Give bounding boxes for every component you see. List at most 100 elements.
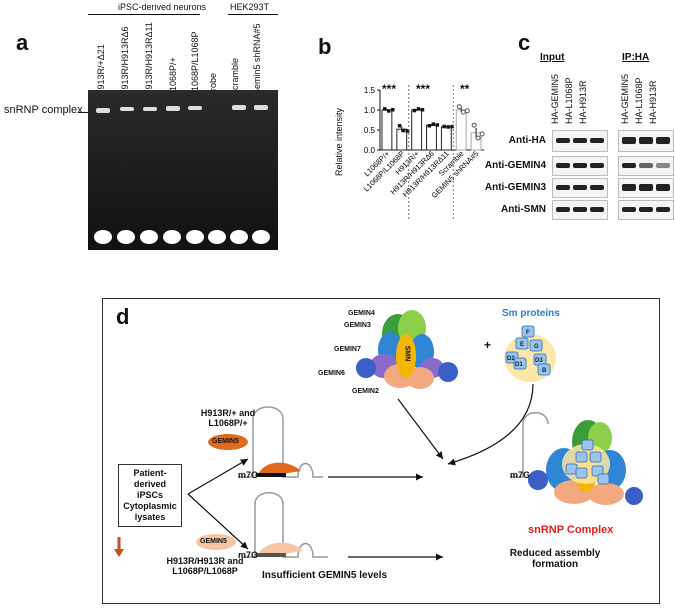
- data-point: [442, 124, 446, 129]
- gemin5-mut-label: GEMIN5: [200, 538, 227, 545]
- m7g-bottom: m7G: [238, 550, 259, 560]
- group1-label: iPSC-derived neurons: [118, 2, 207, 12]
- data-point: [412, 108, 417, 113]
- lane-label-2: H913R/H913RΔ6: [120, 26, 130, 96]
- y-tick-label: 1.5: [364, 86, 376, 95]
- data-point: [450, 124, 454, 129]
- blot-ip-gemin4: [618, 156, 674, 176]
- gemin5-mut-protein: [196, 534, 236, 550]
- lane-label-5: L1068P/L1068P: [190, 31, 200, 96]
- panel-c-letter: c: [518, 30, 531, 55]
- svg-text:F: F: [526, 330, 530, 336]
- row-anti-ha: Anti-HA: [508, 135, 546, 146]
- data-point: [383, 107, 387, 111]
- bar: [396, 128, 408, 151]
- complex-arrow-line: [78, 112, 88, 113]
- panel-a-letter: a: [16, 30, 29, 55]
- ip-lane-3: HA-H913R: [648, 80, 658, 124]
- gemin4-label: GEMIN4: [348, 310, 375, 317]
- blot-ip-smn: [618, 200, 674, 220]
- data-point: [475, 135, 481, 141]
- gemin6-label: GEMIN6: [318, 370, 345, 377]
- reduced-label: Reduced assembly formation: [509, 548, 601, 570]
- plus-sign: +: [484, 338, 492, 352]
- gemin3-label: GEMIN3: [344, 322, 371, 329]
- blot-ip-gemin3: [618, 178, 674, 198]
- ip-lane-1: HA-GEMIN5: [620, 73, 630, 124]
- insufficient-label: Insufficient GEMIN5 levels: [262, 570, 388, 581]
- panel-d-frame: [102, 298, 660, 604]
- smn-complex-diagram: [356, 310, 458, 389]
- input-label: Input: [540, 52, 565, 63]
- arrows-layer: [114, 383, 549, 561]
- lane-label-8: Gemin5 shRNA#5: [252, 23, 262, 96]
- lane-label-1: H913R/+Δ21: [96, 44, 106, 96]
- row-anti-gemin4: Anti-GEMIN4: [484, 160, 546, 171]
- data-point: [431, 122, 436, 126]
- complex-label-d: snRNP Complex: [528, 524, 614, 536]
- bar: [426, 124, 437, 151]
- sig-2: ***: [416, 82, 431, 96]
- svg-text:B: B: [542, 368, 547, 374]
- blot-input-ha: [552, 130, 608, 152]
- svg-text:D1: D1: [515, 362, 523, 368]
- m7g-top: m7G: [238, 470, 259, 480]
- data-point: [397, 124, 402, 128]
- sig-3: **: [460, 82, 470, 96]
- bar: [381, 109, 393, 151]
- blot-input-smn: [552, 200, 608, 220]
- group1-line: [88, 14, 200, 15]
- data-point: [391, 108, 395, 112]
- gemin5-wt-label: GEMIN5: [212, 438, 239, 445]
- blot-input-gemin3: [552, 178, 608, 198]
- lane-label-3: H913R/H913RΔ11: [144, 22, 154, 96]
- row-anti-smn: Anti-SMN: [501, 204, 546, 215]
- mut-genotype-label: H913R/H913R and L1068P/L1068P: [166, 556, 244, 576]
- data-point: [427, 124, 432, 128]
- row-anti-gemin3: Anti-GEMIN3: [484, 182, 546, 193]
- data-point: [471, 122, 477, 128]
- svg-text:E: E: [520, 342, 524, 348]
- data-point: [464, 108, 470, 114]
- data-point: [420, 108, 425, 112]
- y-tick-label: 1.0: [364, 106, 376, 115]
- wt-genotype-label: H913R/+ and L1068P/+: [200, 408, 256, 428]
- svg-text:D3: D3: [535, 358, 543, 364]
- gemin2-label: GEMIN2: [352, 388, 379, 395]
- data-point: [401, 128, 406, 133]
- bar: [440, 126, 452, 151]
- bar: [411, 109, 423, 151]
- svg-text:G: G: [534, 344, 539, 350]
- input-lane-1: HA-GEMIN5: [550, 73, 560, 124]
- svg-text:D2: D2: [507, 356, 515, 362]
- gemin5-wt-protein: [208, 434, 248, 450]
- data-point: [479, 131, 485, 137]
- panel-b-letter: b: [318, 34, 332, 59]
- data-point: [446, 125, 450, 129]
- sig-1: ***: [382, 82, 397, 96]
- gel-image: [88, 90, 278, 250]
- y-axis-label: Relative intensity: [334, 107, 344, 176]
- ip-lane-2: HA-L1068P: [634, 77, 644, 124]
- lysate-box: Patient-derived iPSCs Cytoplasmic lysate…: [118, 464, 182, 527]
- group2-label: HEK293T: [230, 2, 270, 12]
- panel-d-letter: d: [116, 304, 130, 329]
- input-lane-2: HA-L1068P: [564, 77, 574, 124]
- input-lane-3: HA-H913R: [578, 80, 588, 124]
- data-point: [416, 107, 421, 111]
- bar-chart: 0.00.51.01.5L1068P/+L1068P/L1068PH913R/+…: [362, 85, 485, 220]
- group2-line: [228, 14, 278, 15]
- data-point: [456, 104, 462, 110]
- complex-label: snRNP complex: [4, 104, 83, 116]
- blot-ip-ha: [618, 130, 674, 152]
- ip-label: IP:HA: [622, 52, 650, 63]
- data-point: [435, 123, 440, 127]
- gemin7-label: GEMIN7: [334, 346, 361, 353]
- data-point: [387, 109, 391, 113]
- snrnp-complex-diagram: [528, 420, 643, 505]
- m7g-complex: m7G: [510, 470, 531, 480]
- sm-proteins-label: Sm proteins: [502, 308, 560, 319]
- y-tick-label: 0.0: [364, 146, 376, 155]
- data-point: [405, 129, 410, 133]
